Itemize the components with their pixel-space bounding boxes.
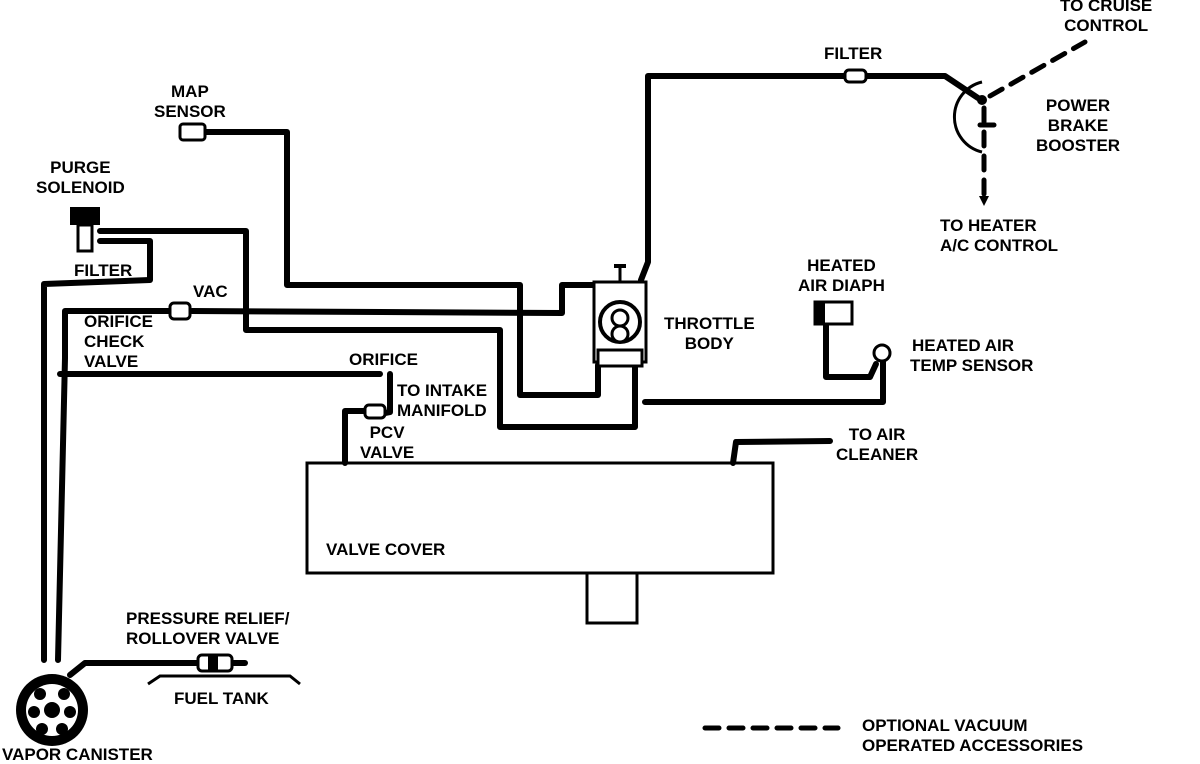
label-pcv-valve: PCV VALVE xyxy=(360,423,414,463)
label-throttle-body: THROTTLE BODY xyxy=(664,314,755,354)
filter-top xyxy=(843,68,868,84)
label-orifice-check-valve: ORIFICE CHECK VALVE xyxy=(84,312,153,372)
vacuum-hoses xyxy=(41,73,981,678)
label-line: THROTTLE xyxy=(664,314,755,333)
label-line: ORIFICE xyxy=(84,312,153,331)
label-line: PURGE xyxy=(50,158,111,177)
purge-solenoid xyxy=(70,207,100,253)
label-line: MAP xyxy=(171,82,209,101)
label-line: CHECK xyxy=(84,332,145,351)
orifice-check-valve xyxy=(168,301,192,321)
label-line: VALVE xyxy=(360,443,415,462)
label-line: SENSOR xyxy=(154,102,226,121)
map-sensor xyxy=(178,122,207,142)
pcv-valve xyxy=(363,403,387,420)
label-line: BRAKE xyxy=(1047,116,1109,135)
label-to-air-cleaner: TO AIR CLEANER xyxy=(836,425,918,465)
label-line: HEATED AIR xyxy=(912,336,1014,355)
label-line: TO HEATER xyxy=(940,216,1037,235)
vapor-canister xyxy=(16,674,88,746)
label-heated-air-diaph: HEATED AIR DIAPH xyxy=(798,256,885,296)
fuel-tank xyxy=(147,674,301,686)
throttle-body xyxy=(592,264,648,368)
label-orifice: ORIFICE xyxy=(349,350,418,369)
label-line: TO AIR xyxy=(848,425,906,444)
label-line: MANIFOLD xyxy=(397,401,487,420)
valve-cover xyxy=(305,461,775,625)
pressure-relief-valve xyxy=(196,653,234,673)
label-line: SOLENOID xyxy=(36,178,125,197)
label-line: BOOSTER xyxy=(1036,136,1121,155)
label-line: OPERATED ACCESSORIES xyxy=(862,736,1084,755)
label-power-brake-booster: POWER BRAKE BOOSTER xyxy=(1036,96,1120,156)
label-line: CLEANER xyxy=(836,445,919,464)
label-purge-solenoid: PURGE SOLENOID xyxy=(36,158,125,198)
label-line: A/C CONTROL xyxy=(940,236,1059,255)
label-line: POWER xyxy=(1045,96,1111,115)
label-valve-cover: VALVE COVER xyxy=(326,540,446,559)
label-filter-top: FILTER xyxy=(824,44,883,63)
label-to-heater-ac-control: TO HEATER A/C CONTROL xyxy=(940,216,1058,256)
label-line: VALVE xyxy=(84,352,139,371)
label-line: PRESSURE RELIEF/ xyxy=(126,609,290,628)
label-pressure-relief-rollover-valve: PRESSURE RELIEF/ ROLLOVER VALVE xyxy=(126,609,289,649)
heated-air-temp-sensor xyxy=(872,343,892,363)
label-line: ROLLOVER VALVE xyxy=(126,629,280,648)
label-vac: VAC xyxy=(193,282,228,301)
label-line: HEATED xyxy=(807,256,876,275)
legend-optional-vacuum-accessories: OPTIONAL VACUUM OPERATED ACCESSORIES xyxy=(862,716,1083,756)
label-fuel-tank: FUEL TANK xyxy=(174,689,269,708)
label-vapor-canister: VAPOR CANISTER xyxy=(2,745,153,764)
label-filter-left: FILTER xyxy=(74,261,133,280)
label-to-cruise-control: TO CRUISE CONTROL xyxy=(1060,0,1152,36)
label-line: AIR DIAPH xyxy=(798,276,885,295)
label-line: BODY xyxy=(684,334,734,353)
label-line: CONTROL xyxy=(1064,16,1149,35)
label-to-intake-manifold: TO INTAKE MANIFOLD xyxy=(397,381,487,421)
label-line: OPTIONAL VACUUM xyxy=(862,716,1028,735)
label-line: TO INTAKE xyxy=(397,381,488,400)
label-line: TO CRUISE xyxy=(1060,0,1153,15)
power-brake-booster xyxy=(952,39,1088,206)
label-line: TEMP SENSOR xyxy=(910,356,1034,375)
label-heated-air-temp-sensor: HEATED AIR TEMP SENSOR xyxy=(910,336,1033,376)
label-map-sensor: MAP SENSOR xyxy=(154,82,226,122)
label-line: PCV xyxy=(369,423,405,442)
heated-air-diaphragm xyxy=(813,300,854,326)
